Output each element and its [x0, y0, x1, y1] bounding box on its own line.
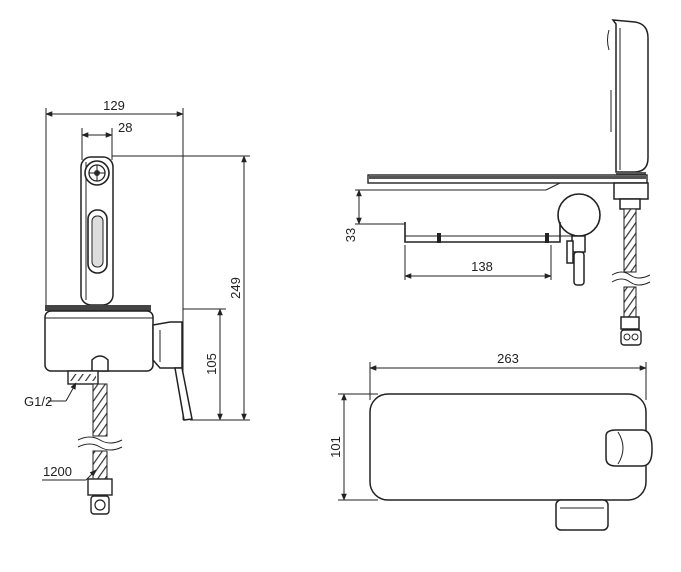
dim-label-33: 33 [343, 228, 358, 242]
shelf-top [369, 393, 647, 501]
dim-label-249: 249 [228, 277, 243, 299]
dim-label-28: 28 [118, 120, 132, 135]
dim-label-101: 101 [328, 436, 343, 458]
dim-label-263: 263 [497, 351, 519, 366]
top-view: 263 101 [328, 351, 653, 531]
front-view: 129 28 249 105 [24, 98, 250, 515]
dim-label-1200: 1200 [43, 464, 72, 479]
shelf-plate-front [45, 305, 151, 311]
dim-label-138: 138 [471, 259, 493, 274]
mixer-body-front [44, 310, 193, 421]
hose-side [611, 198, 651, 346]
dim-label-105: 105 [204, 353, 219, 375]
hand-shower-side [607, 19, 649, 177]
hand-shower-front [80, 156, 114, 306]
dim-label-g12: G1/2 [24, 394, 52, 409]
side-view: 33 138 [343, 19, 651, 346]
hose-front [77, 383, 123, 515]
dim-label-129: 129 [103, 98, 125, 113]
mixer-top [555, 499, 609, 531]
mixer-body-side [557, 182, 649, 286]
towel-rail [404, 222, 561, 243]
hand-shower-top [605, 429, 653, 467]
